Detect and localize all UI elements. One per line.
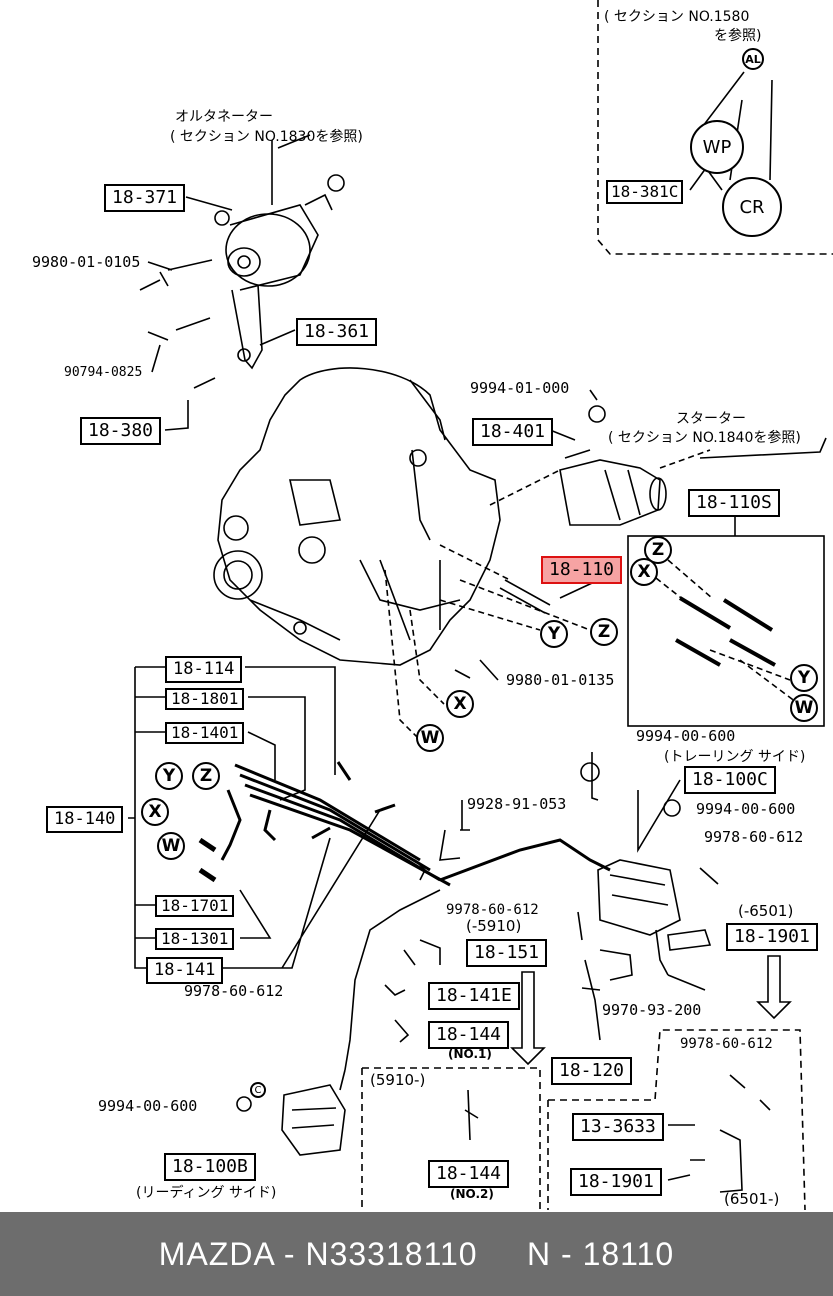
ref-alternator: オルタネーター bbox=[175, 109, 273, 125]
part-18-110-highlighted[interactable]: 18-110 bbox=[541, 556, 623, 584]
marker-x-harness: X bbox=[141, 798, 169, 826]
marker-z-engine: Z bbox=[590, 618, 618, 646]
engine-block-drawing bbox=[213, 367, 501, 666]
marker-x-engine: X bbox=[446, 690, 474, 718]
part-18-144-no2[interactable]: 18-144 bbox=[428, 1160, 510, 1188]
no1-note: (NO.1) bbox=[448, 1047, 492, 1061]
marker-y-engine: Y bbox=[540, 620, 568, 648]
part-9928-91-053[interactable]: 9928-91-053 bbox=[467, 795, 567, 813]
part-9994-01-000[interactable]: 9994-01-000 bbox=[470, 379, 570, 397]
drive-belt bbox=[699, 71, 773, 191]
part-9994-00-600-a[interactable]: 9994-00-600 bbox=[636, 727, 736, 745]
marker-w-harness: W bbox=[157, 832, 185, 860]
marker-w-engine: W bbox=[416, 724, 444, 752]
part-18-401[interactable]: 18-401 bbox=[472, 418, 554, 446]
spark-plug-drawing bbox=[499, 579, 551, 614]
bolt-9980-01-0105-drawing bbox=[139, 259, 213, 291]
leading-side-note: (リーディング サイド) bbox=[136, 1185, 277, 1201]
part-18-1701[interactable]: 18-1701 bbox=[155, 895, 235, 917]
bolt-9980-01-0135-drawing bbox=[454, 669, 471, 679]
arrow-down-left bbox=[510, 971, 546, 1066]
part-18-1401[interactable]: 18-1401 bbox=[165, 722, 245, 744]
part-90794-0825[interactable]: 90794-0825 bbox=[64, 365, 143, 380]
marker-cr: CR bbox=[722, 177, 782, 237]
part-18-110S[interactable]: 18-110S bbox=[688, 489, 780, 517]
part-9970-93-200[interactable]: 9970-93-200 bbox=[602, 1001, 702, 1019]
trailing-side-note: (トレーリング サイド) bbox=[664, 749, 806, 765]
ref-starter: スターター bbox=[676, 411, 746, 427]
marker-wp: WP bbox=[690, 120, 744, 174]
ignition-coil-trailing-drawing bbox=[597, 779, 706, 991]
parts-diagram bbox=[128, 0, 833, 1211]
part-9978-60-612-b[interactable]: 9978-60-612 bbox=[446, 902, 539, 918]
ref-alternator-section: ( セクション NO.1830を参照) bbox=[170, 129, 363, 145]
range-6501-close: (-6501) bbox=[738, 902, 794, 920]
part-9978-60-612-a[interactable]: 9978-60-612 bbox=[184, 982, 284, 1000]
alternator-drawing bbox=[214, 140, 345, 370]
part-9978-60-612-d[interactable]: 9978-60-612 bbox=[680, 1036, 773, 1052]
part-9980-01-0105[interactable]: 9980-01-0105 bbox=[32, 253, 141, 271]
range-5910-open: (5910-) bbox=[370, 1071, 426, 1089]
part-9994-00-600-b[interactable]: 9994-00-600 bbox=[696, 800, 796, 818]
bolt-90794-0825-drawing bbox=[147, 317, 211, 341]
bolt-18-401-drawing bbox=[564, 449, 591, 459]
bolt-18-380-drawing bbox=[193, 377, 216, 389]
footer-bar: MAZDA - N33318110 N - 18110 bbox=[0, 1212, 833, 1296]
part-18-144-no1[interactable]: 18-144 bbox=[428, 1021, 510, 1049]
ref-section-1580-b: を参照) bbox=[714, 28, 762, 44]
part-18-361[interactable]: 18-361 bbox=[296, 318, 378, 346]
marker-z-inset: Z bbox=[644, 536, 672, 564]
inset-plugs bbox=[675, 596, 776, 667]
part-18-141E[interactable]: 18-141E bbox=[428, 982, 520, 1010]
part-18-380[interactable]: 18-380 bbox=[80, 417, 162, 445]
spark-plug-inset-frame bbox=[627, 535, 825, 727]
marker-y-harness: Y bbox=[155, 762, 183, 790]
part-13-3633[interactable]: 13-3633 bbox=[572, 1113, 664, 1141]
ref-starter-section: ( セクション NO.1840を参照) bbox=[608, 430, 801, 446]
part-18-1301[interactable]: 18-1301 bbox=[155, 928, 235, 950]
part-18-381C[interactable]: 18-381C bbox=[606, 180, 684, 204]
high-tension-leads bbox=[234, 763, 451, 887]
part-18-100C[interactable]: 18-100C bbox=[684, 766, 776, 794]
part-18-114[interactable]: 18-114 bbox=[165, 656, 243, 683]
ignition-coil-leading-drawing bbox=[236, 1069, 346, 1156]
marker-c: C bbox=[250, 1082, 266, 1098]
marker-al: AL bbox=[742, 48, 764, 70]
part-18-371[interactable]: 18-371 bbox=[104, 184, 186, 212]
marker-x-inset: X bbox=[630, 558, 658, 586]
starter-drawing bbox=[559, 449, 711, 526]
inset-6501-frame bbox=[548, 1029, 806, 1211]
footer-part-number: MAZDA - N33318110 N - 18110 bbox=[158, 1235, 675, 1272]
nut-9994-01-000-drawing bbox=[588, 405, 606, 423]
part-18-140[interactable]: 18-140 bbox=[46, 806, 124, 833]
belt-inset-frame bbox=[597, 0, 833, 255]
part-9980-01-0135[interactable]: 9980-01-0135 bbox=[506, 671, 615, 689]
ref-section-1580: ( セクション NO.1580 bbox=[604, 9, 750, 25]
range-6501-open: (6501-) bbox=[724, 1190, 780, 1208]
marker-w-inset: W bbox=[790, 694, 818, 722]
part-18-120[interactable]: 18-120 bbox=[551, 1057, 633, 1085]
part-18-1901-a[interactable]: 18-1901 bbox=[726, 923, 818, 951]
part-18-141[interactable]: 18-141 bbox=[146, 957, 224, 984]
part-18-1901-b[interactable]: 18-1901 bbox=[570, 1168, 662, 1196]
part-18-1801[interactable]: 18-1801 bbox=[165, 688, 245, 710]
part-9978-60-612-c[interactable]: 9978-60-612 bbox=[704, 828, 804, 846]
marker-y-inset: Y bbox=[790, 664, 818, 692]
no2-note: (NO.2) bbox=[450, 1187, 494, 1201]
arrow-down-right bbox=[756, 955, 792, 1020]
part-18-100B[interactable]: 18-100B bbox=[164, 1153, 256, 1181]
range-5910-close: (-5910) bbox=[466, 917, 522, 935]
part-9994-00-600-c[interactable]: 9994-00-600 bbox=[98, 1097, 198, 1115]
part-18-151[interactable]: 18-151 bbox=[466, 939, 548, 967]
marker-z-harness: Z bbox=[192, 762, 220, 790]
